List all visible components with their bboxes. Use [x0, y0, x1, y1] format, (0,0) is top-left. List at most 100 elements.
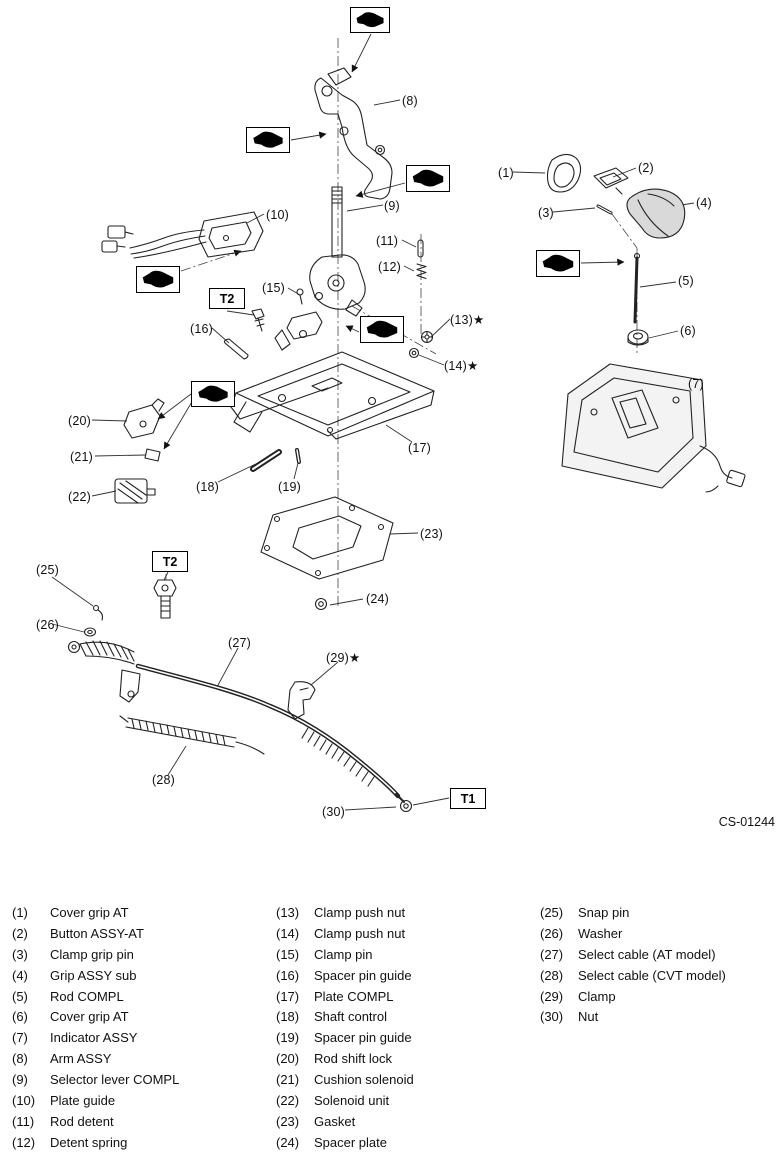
parts-row: (2)Button ASSY-AT	[12, 926, 179, 947]
parts-row: (23) Gasket	[276, 1114, 414, 1135]
spacer-pin-guide-16	[223, 338, 249, 360]
parts-row: (9) Selector lever COMPL	[12, 1072, 179, 1093]
grease-icon	[536, 250, 580, 277]
detent-cluster	[274, 311, 323, 351]
parts-row: (29)Clamp	[540, 989, 726, 1010]
parts-row: (1)Cover grip AT	[12, 905, 179, 926]
parts-row: (3)Clamp grip pin	[12, 947, 179, 968]
grease-icon	[136, 266, 180, 293]
part-name: Select cable (AT model)	[578, 946, 716, 962]
part-number: (14)	[276, 925, 300, 941]
part-number: (3)	[12, 946, 28, 962]
spacer-pin-guide-19	[295, 448, 301, 464]
part-number: (28)	[540, 967, 564, 983]
shaft-control-part	[250, 449, 282, 472]
push-nut-14-part	[408, 347, 420, 359]
callout-12: (12)	[378, 260, 402, 274]
part-name: Rod shift lock	[314, 1051, 393, 1067]
part-number: (20)	[276, 1051, 300, 1067]
grease-icon	[360, 316, 404, 343]
parts-row: (4)Grip ASSY sub	[12, 968, 179, 989]
part-number: (21)	[276, 1072, 300, 1088]
parts-row: (25)Snap pin	[540, 905, 726, 926]
part-name: Clamp push nut	[314, 925, 406, 941]
parts-row: (6)Cover grip AT	[12, 1009, 179, 1030]
rod-detent-part	[417, 239, 424, 258]
part-name: Spacer plate	[314, 1134, 387, 1150]
part-name: Snap pin	[578, 905, 630, 920]
grip-assy-part	[626, 188, 686, 239]
part-number: (23)	[276, 1113, 300, 1129]
push-nut-13-part	[420, 330, 434, 344]
parts-row: (24)Spacer plate	[276, 1135, 414, 1156]
callout-26: (26)	[36, 618, 60, 632]
callout-22: (22)	[68, 490, 92, 504]
grease-icon	[246, 127, 290, 153]
part-number: (6)	[12, 1009, 28, 1025]
part-name: Clamp	[578, 988, 616, 1004]
part-name: Nut	[578, 1009, 599, 1025]
part-name: Gasket	[314, 1113, 356, 1129]
parts-row: (19)Spacer pin guide	[276, 1030, 414, 1051]
callout-24: (24)	[366, 592, 390, 606]
callout-19: (19)	[278, 480, 302, 494]
parts-row: (22)Solenoid unit	[276, 1093, 414, 1114]
torque-label-t2-upper: T2	[209, 288, 245, 309]
part-number: (18)	[276, 1009, 300, 1025]
callout-1: (1)	[498, 166, 514, 180]
parts-list: (1)Cover grip AT (2)Button ASSY-AT (3)Cl…	[0, 905, 783, 1155]
parts-row: (15)Clamp pin	[276, 947, 414, 968]
part-name: Spacer pin guide	[314, 1030, 412, 1046]
callout-18: (18)	[196, 480, 220, 494]
part-number: (30)	[540, 1009, 564, 1025]
grease-icon	[350, 7, 390, 33]
part-name: Selector lever COMPL	[50, 1072, 180, 1088]
part-number: (26)	[540, 925, 564, 941]
callout-23: (23)	[420, 527, 444, 541]
parts-row: (13) Clamp push nut	[276, 905, 414, 926]
callout-21: (21)	[70, 450, 94, 464]
part-number: (22)	[276, 1093, 300, 1109]
callout-6: (6)	[680, 324, 696, 338]
callout-30: (30)	[322, 805, 346, 819]
part-number: (13)	[276, 905, 300, 920]
part-number: (7)	[12, 1030, 28, 1046]
parts-row: (10)Plate guide	[12, 1093, 179, 1114]
callout-8: (8)	[402, 94, 418, 108]
snap-pin-part	[92, 604, 104, 621]
nut-30-part	[399, 799, 413, 813]
washer-part	[83, 627, 97, 637]
select-cable-cvt-part	[119, 715, 265, 755]
parts-row: (7) Indicator ASSY	[12, 1030, 179, 1051]
part-number: (9)	[12, 1072, 28, 1088]
part-number: (8)	[12, 1051, 28, 1067]
part-number: (27)	[540, 946, 564, 962]
plate-compl-part	[230, 351, 435, 440]
part-name: Plate guide	[50, 1093, 116, 1109]
part-name: Clamp push nut	[314, 905, 406, 920]
figure-code: CS-01244	[718, 815, 775, 829]
callout-2: (2)	[638, 161, 654, 175]
parts-column-1: (1)Cover grip AT (2)Button ASSY-AT (3)Cl…	[12, 905, 179, 1156]
parts-row: (20) Rod shift lock	[276, 1051, 414, 1072]
parts-row: (12)Detent spring	[12, 1135, 179, 1156]
callout-14: (14)★	[444, 359, 479, 373]
callout-4: (4)	[696, 196, 712, 210]
callout-25: (25)	[36, 563, 60, 577]
callout-5: (5)	[678, 274, 694, 288]
callout-15: (15)	[262, 281, 286, 295]
callout-29: (29)★	[326, 651, 361, 665]
clamp-pin-part	[296, 288, 304, 305]
arm-assy-part	[314, 67, 393, 200]
part-name: Indicator ASSY	[50, 1030, 138, 1046]
part-number: (15)	[276, 946, 300, 962]
callout-28: (28)	[152, 773, 176, 787]
cover-grip-nut-part	[627, 329, 649, 346]
parts-column-2: (13) Clamp push nut (14) Clamp push nut (1…	[276, 905, 414, 1156]
parts-row: (8)Arm ASSY	[12, 1051, 179, 1072]
indicator-assy-part	[561, 363, 746, 493]
cushion-solenoid-part	[144, 448, 161, 462]
leader-lines	[51, 99, 695, 811]
rod-compl-part	[633, 252, 641, 324]
